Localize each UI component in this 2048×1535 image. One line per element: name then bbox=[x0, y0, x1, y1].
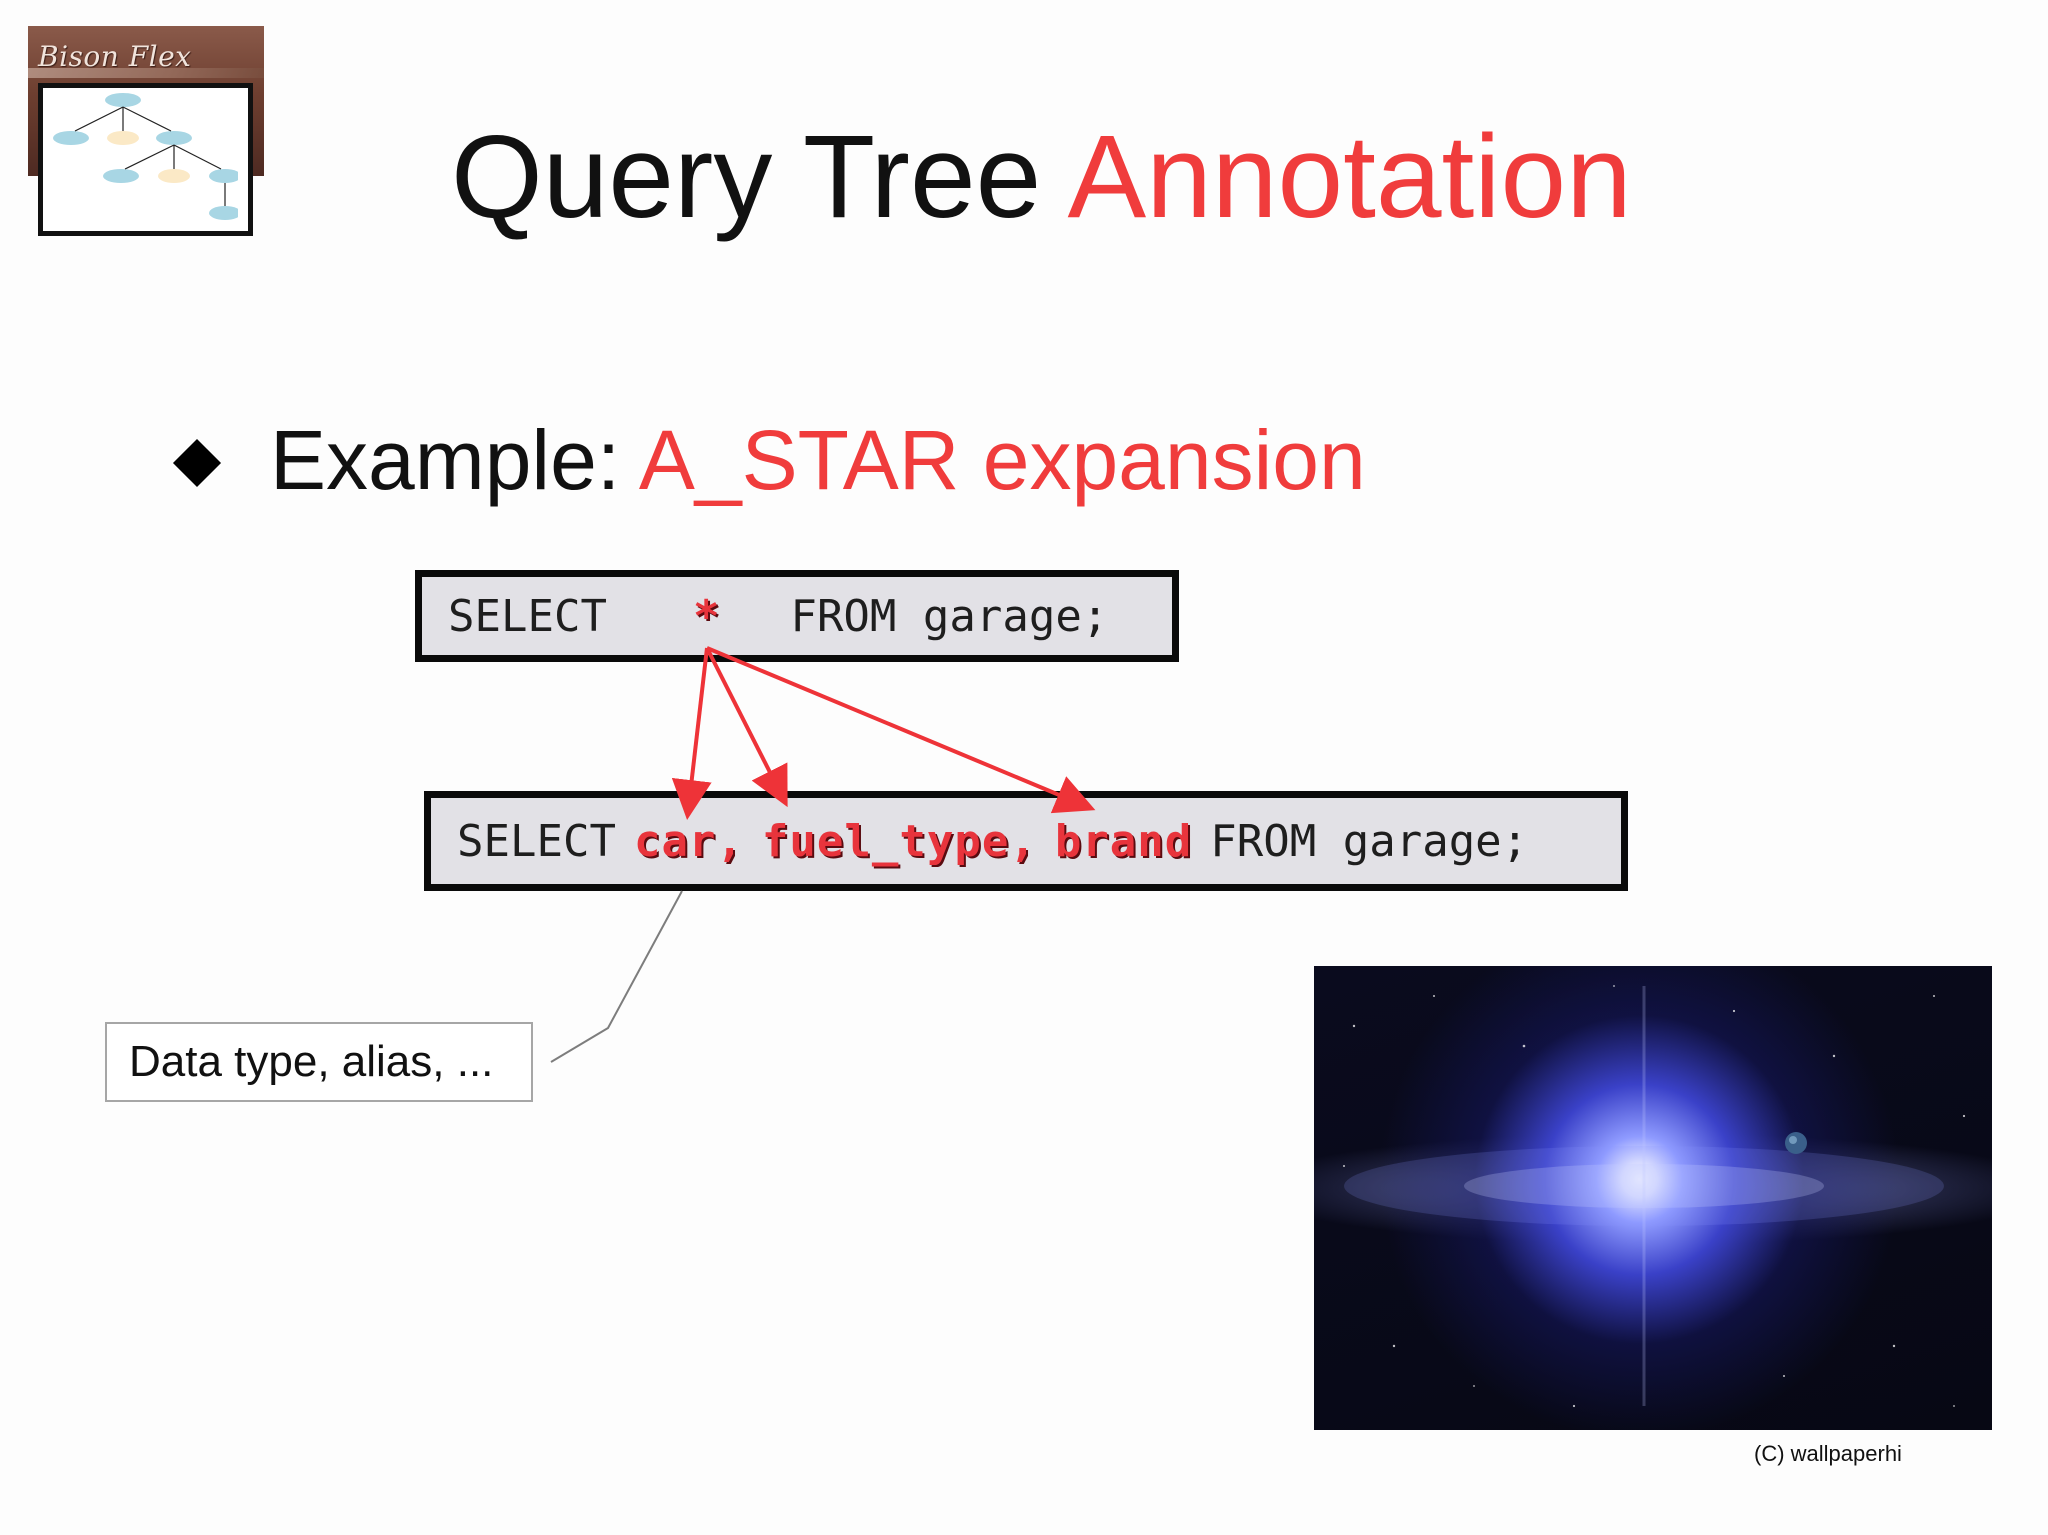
arrow-to-brand bbox=[706, 646, 1096, 814]
query-expanded-from: FROM garage; bbox=[1210, 815, 1529, 867]
bison-flex-logo: Bison Flex bbox=[28, 26, 264, 236]
arrow-to-fuel-type bbox=[705, 647, 788, 808]
bullet-label: Example: bbox=[270, 413, 621, 507]
galaxy-illustration bbox=[1343, 985, 1966, 1408]
column-brand: brand bbox=[1054, 815, 1193, 867]
annotation-callout: Data type, alias, ... bbox=[105, 1022, 533, 1102]
query-expanded-select: SELECT bbox=[457, 815, 616, 867]
query-star: * bbox=[692, 590, 721, 642]
bullet-accent: A_STAR expansion bbox=[638, 413, 1366, 507]
query-original-box: SELECT * FROM garage; bbox=[415, 570, 1179, 662]
query-expanded-box: SELECT car, fuel_type, brand FROM garage; bbox=[424, 791, 1628, 891]
column-fuel-type: fuel_type, bbox=[761, 815, 1037, 867]
galaxy-image bbox=[1314, 966, 1992, 1430]
image-credit: (C) wallpaperhi bbox=[1754, 1441, 1902, 1466]
logo-text: Bison Flex bbox=[38, 40, 192, 73]
title-main: Query Tree bbox=[451, 111, 1042, 243]
column-car: car, bbox=[633, 815, 744, 867]
callout-text: Data type, alias, ... bbox=[129, 1037, 494, 1086]
title-accent: Annotation bbox=[1067, 111, 1632, 243]
callout-connector-line bbox=[550, 890, 683, 1063]
slide-title: Query Tree Annotation bbox=[451, 118, 1632, 236]
arrow-to-car bbox=[671, 647, 712, 820]
parse-tree-icon bbox=[53, 93, 241, 220]
query-original-from: FROM garage; bbox=[790, 590, 1109, 642]
logo-parse-tree bbox=[38, 83, 253, 236]
query-original-select: SELECT bbox=[448, 590, 607, 642]
bullet-example: Example: A_STAR expansion bbox=[270, 418, 1366, 502]
